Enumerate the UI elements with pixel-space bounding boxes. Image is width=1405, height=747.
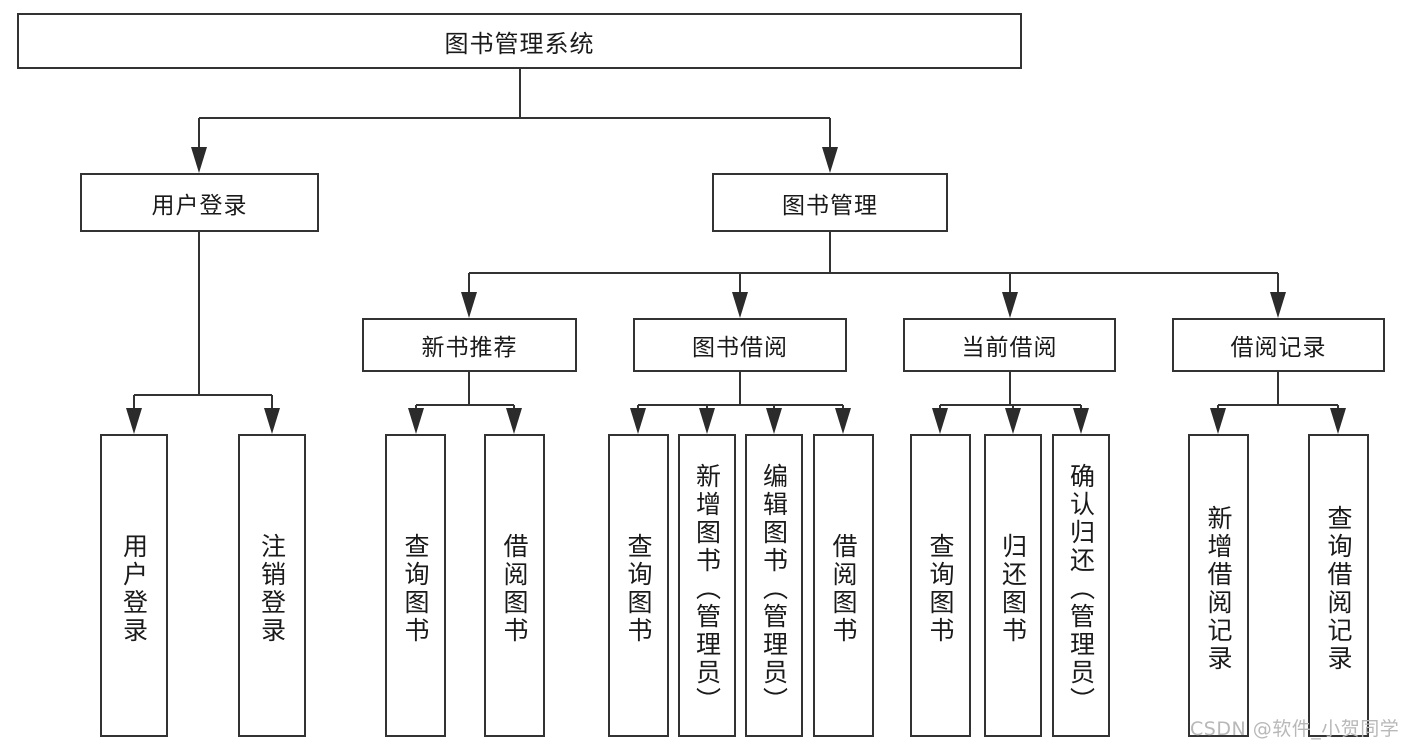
leaf-query-book-borrow[interactable]: 查询图书: [608, 434, 669, 737]
leaf-edit-book-admin-label: 编辑图书（管理员）: [759, 462, 789, 715]
node-book-management[interactable]: 图书管理: [712, 173, 948, 232]
leaf-query-book-recommend[interactable]: 查询图书: [385, 434, 446, 737]
node-borrow-record-label: 借阅记录: [1230, 335, 1327, 361]
node-book-management-label: 图书管理: [782, 192, 878, 219]
leaf-add-borrow-record[interactable]: 新增借阅记录: [1188, 434, 1249, 737]
node-current-borrow[interactable]: 当前借阅: [903, 318, 1116, 372]
node-user-login-label: 用户登录: [151, 192, 248, 219]
node-root-label: 图书管理系统: [444, 29, 595, 58]
node-user-login[interactable]: 用户登录: [80, 173, 319, 232]
node-new-book-recommend-label: 新书推荐: [421, 335, 518, 361]
leaf-user-login[interactable]: 用户登录: [100, 434, 168, 737]
leaf-add-book-admin-label: 新增图书（管理员）: [692, 462, 722, 715]
leaf-return-book-label: 归还图书: [998, 532, 1028, 645]
node-new-book-recommend[interactable]: 新书推荐: [362, 318, 577, 372]
leaf-add-book-admin[interactable]: 新增图书（管理员）: [678, 434, 736, 737]
leaf-confirm-return-admin[interactable]: 确认归还（管理员）: [1052, 434, 1110, 737]
leaf-query-borrow-record[interactable]: 查询借阅记录: [1308, 434, 1369, 737]
node-current-borrow-label: 当前借阅: [961, 335, 1058, 361]
leaf-logout[interactable]: 注销登录: [238, 434, 306, 737]
leaf-borrow-book-recommend[interactable]: 借阅图书: [484, 434, 545, 737]
leaf-add-borrow-record-label: 新增借阅记录: [1204, 504, 1233, 673]
leaf-borrow-book[interactable]: 借阅图书: [813, 434, 874, 737]
leaf-logout-label: 注销登录: [257, 532, 287, 645]
watermark: CSDN @软件_小贺同学: [1190, 718, 1400, 740]
node-root[interactable]: 图书管理系统: [17, 13, 1022, 69]
leaf-query-borrow-record-label: 查询借阅记录: [1324, 504, 1353, 673]
leaf-query-book-current-label: 查询图书: [926, 532, 955, 645]
leaf-edit-book-admin[interactable]: 编辑图书（管理员）: [745, 434, 803, 737]
leaf-borrow-book-label: 借阅图书: [829, 532, 858, 645]
leaf-query-book-recommend-label: 查询图书: [401, 532, 430, 645]
node-borrow-record[interactable]: 借阅记录: [1172, 318, 1385, 372]
leaf-return-book[interactable]: 归还图书: [984, 434, 1042, 737]
leaf-user-login-label: 用户登录: [119, 532, 149, 645]
leaf-query-book-current[interactable]: 查询图书: [910, 434, 971, 737]
leaf-borrow-book-recommend-label: 借阅图书: [500, 532, 529, 645]
leaf-confirm-return-admin-label: 确认归还（管理员）: [1066, 462, 1096, 715]
leaf-query-book-borrow-label: 查询图书: [624, 532, 653, 645]
node-book-borrow-label: 图书借阅: [692, 335, 788, 361]
node-book-borrow[interactable]: 图书借阅: [633, 318, 847, 372]
